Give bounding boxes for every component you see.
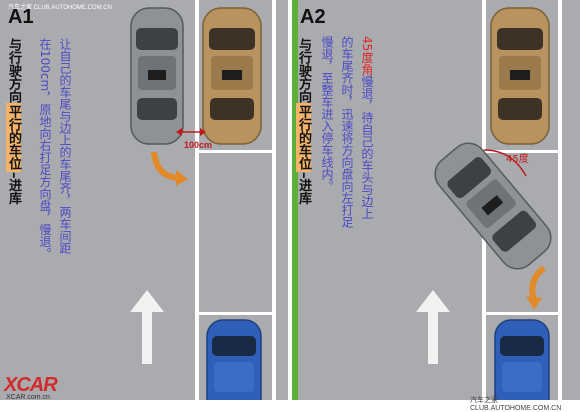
gray-car-icon xyxy=(434,142,552,270)
footer-watermark: 汽车之家 CLUB.AUTOHOME.COM.CN xyxy=(470,397,562,412)
measure-arrow-icon xyxy=(176,128,206,136)
rule-text-a1: 与行驶方向平行的车位–进库 xyxy=(6,38,21,205)
watermark-top: 汽车之家 CLUB.AUTOHOME.COM.CN xyxy=(8,5,112,11)
parking-line-bottom xyxy=(195,312,275,315)
parking-line-bottom xyxy=(482,312,562,315)
panel-title-a1: A1 xyxy=(8,6,34,28)
angle-label: 45度 xyxy=(506,154,529,165)
instruction-col2-a2: 的车尾齐时，迅速将方向盘向左打足 xyxy=(340,36,354,228)
parking-line-top xyxy=(195,150,275,153)
direction-arrow-icon xyxy=(130,290,164,364)
lane-line-right xyxy=(558,0,562,400)
gold-car-icon xyxy=(202,7,262,145)
blue-car-icon xyxy=(206,319,262,400)
turn-arrow-icon xyxy=(151,151,188,186)
parking-line-top xyxy=(482,150,562,153)
instruction-col3-a2: 慢退，至整车进入停车线内。 xyxy=(320,36,334,192)
instruction-col1-a1: 让自己的车尾与边上的车尾齐，两车间距 xyxy=(58,38,72,254)
measure-label: 100cm xyxy=(184,140,213,150)
panel-a2: A2 与行驶方向平行的车位–进库 45度角慢退，待自己的车头与边上 的车尾齐时，… xyxy=(292,0,580,400)
lane-line-right xyxy=(272,0,276,400)
direction-arrow-icon xyxy=(416,290,450,364)
lane-line-center xyxy=(195,0,199,400)
grass-strip-left xyxy=(292,0,298,400)
blue-car-icon xyxy=(494,319,550,400)
xcar-logo: XCAR xyxy=(4,374,58,396)
xcar-logo-sub: XCAR.com.cn xyxy=(6,394,50,401)
rule-text-a2: 与行驶方向平行的车位–进库 xyxy=(296,38,311,205)
panel-divider xyxy=(288,0,292,406)
gray-car-icon xyxy=(130,7,184,145)
panel-a1: 汽车之家 CLUB.AUTOHOME.COM.CN A1 与行驶方向平行的车位–… xyxy=(0,0,288,400)
turn-arrow-icon xyxy=(526,266,546,310)
gold-car-icon xyxy=(490,7,550,145)
panel-title-a2: A2 xyxy=(300,6,326,28)
instruction-col1-a2: 45度角慢退，待自己的车头与边上 xyxy=(360,36,374,220)
angle-arc-icon xyxy=(483,149,527,177)
instruction-col2-a1: 在100cm，原地向右打足方向盘，慢退。 xyxy=(38,38,52,260)
